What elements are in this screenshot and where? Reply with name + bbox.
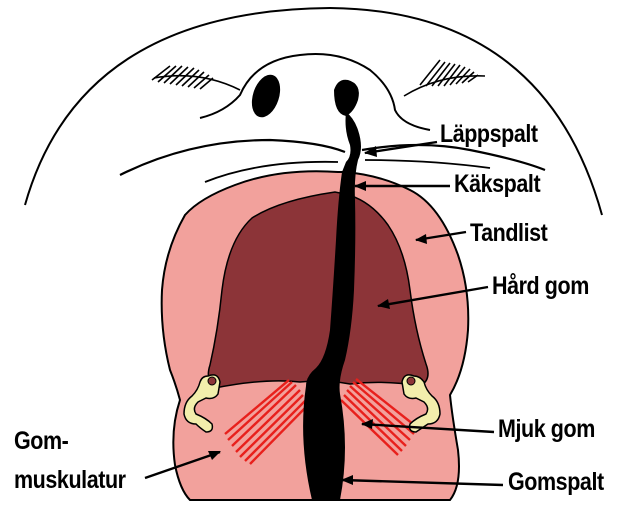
label-palate-cleft: Gomspalt xyxy=(508,468,604,496)
left-nostril-hatching xyxy=(152,66,240,90)
nose-outline xyxy=(200,54,430,130)
label-hard-palate: Hård gom xyxy=(492,272,589,300)
right-cartilage-knob xyxy=(407,377,415,385)
label-palate-muscles-line1: Gom- xyxy=(14,427,68,455)
label-soft-palate: Mjuk gom xyxy=(498,415,595,443)
right-nostril xyxy=(334,80,359,116)
label-palate-muscles-line2: muskulatur xyxy=(14,466,126,494)
left-nostril xyxy=(247,71,285,121)
right-nostril-hatching xyxy=(404,60,485,96)
label-alveolar-ridge: Tandlist xyxy=(470,219,547,247)
label-jaw-cleft: Käkspalt xyxy=(454,170,540,198)
left-cartilage-knob xyxy=(208,377,216,385)
label-lip-cleft: Läppspalt xyxy=(440,120,538,148)
